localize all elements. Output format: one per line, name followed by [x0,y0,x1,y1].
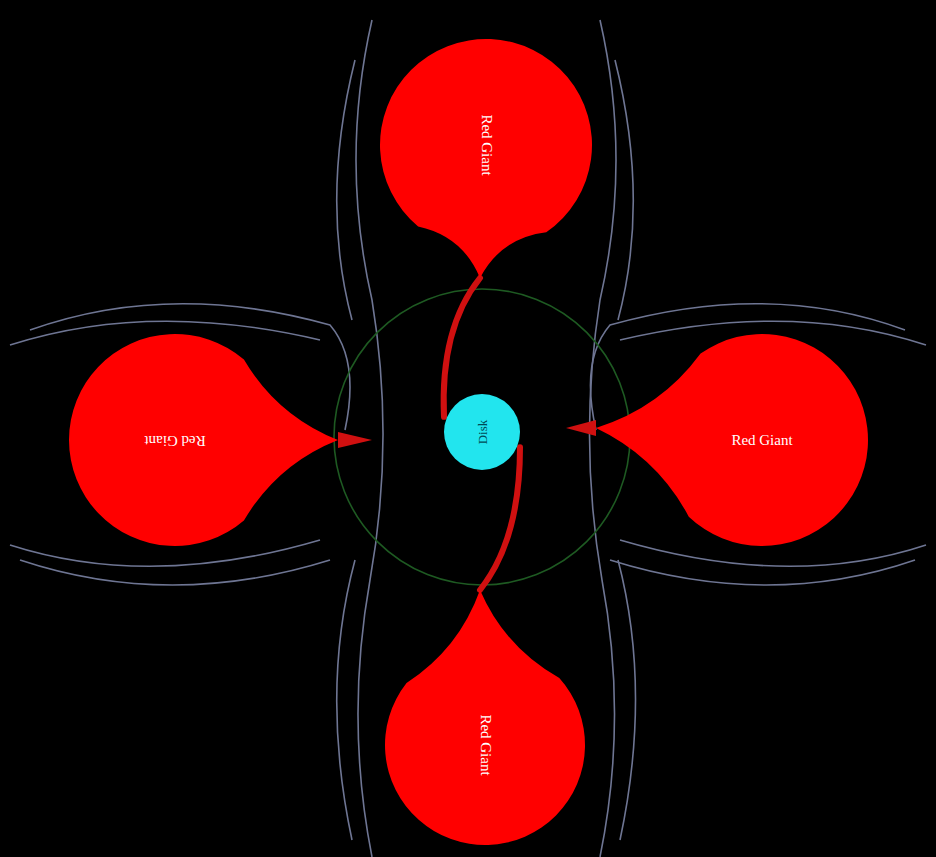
orbit-circle [334,289,630,585]
stream-stub [338,432,372,448]
accretion-disk: Disk [444,394,520,470]
stream-stub [566,420,596,436]
disk-label: Disk [476,420,489,445]
red-giant-star: Red Giant [596,334,868,546]
star-label: Red Giant [731,433,792,448]
red-giant-star: Red Giant [385,590,585,845]
red-giant-star: Red Giant [380,39,592,278]
star-label: Red Giant [144,433,205,448]
star-label: Red Giant [478,714,493,775]
red-giant-star: Red Giant [69,334,338,546]
star-label: Red Giant [479,114,494,175]
